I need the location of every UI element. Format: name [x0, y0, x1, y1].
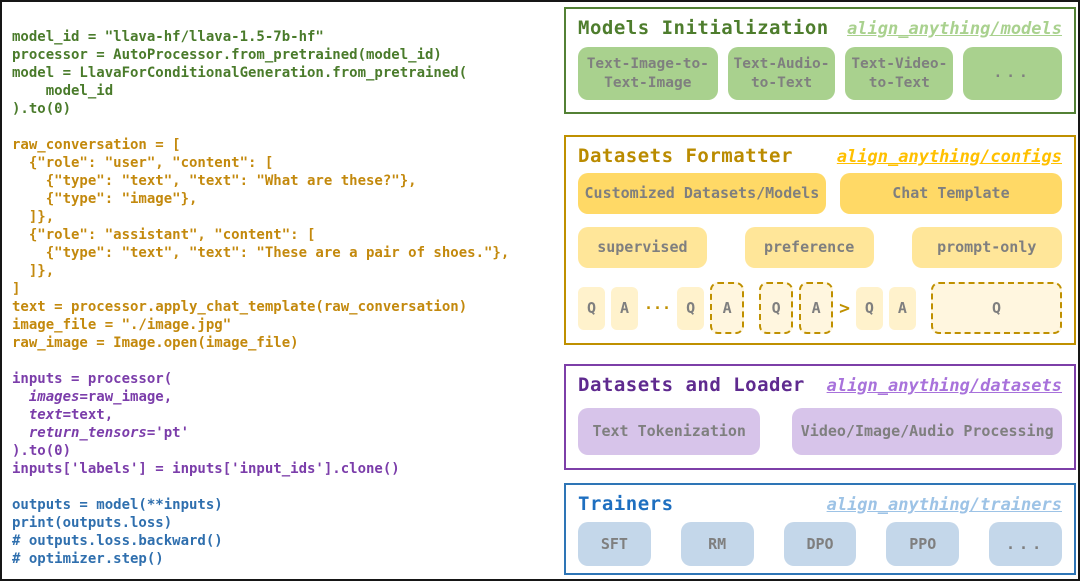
panel-title: Datasets and Loader: [578, 374, 805, 396]
models-module-link[interactable]: align_anything/models: [847, 19, 1062, 39]
code-line: outputs = model(**inputs): [12, 497, 223, 513]
chip-rm: RM: [680, 522, 754, 566]
qa-group-preference: Q A > Q A: [759, 282, 916, 334]
datasets-formatter-panel: Datasets Formatter align_anything/config…: [564, 135, 1076, 345]
panel-title: Models Initialization: [578, 17, 829, 39]
qa-chip-a-dashed: A: [799, 282, 834, 334]
configs-module-link[interactable]: align_anything/configs: [836, 147, 1062, 167]
chip-ppo: PPO: [886, 522, 960, 566]
qa-sequence-row: Q A ··· Q A Q A > Q A Q: [578, 282, 1062, 334]
qa-chip-q: Q: [855, 286, 883, 330]
qa-chip-q: Q: [677, 286, 705, 330]
trainers-row: SFT RM DPO PPO ...: [578, 522, 1062, 566]
chip-more-trainers: ...: [989, 522, 1062, 566]
chip-supervised: supervised: [578, 227, 707, 268]
loader-row: Text Tokenization Video/Image/Audio Proc…: [578, 408, 1062, 455]
panel-header: Trainers align_anything/trainers: [578, 493, 1062, 515]
code-line: inputs = processor(: [12, 371, 173, 387]
code-line: {"type": "image"},: [12, 191, 198, 207]
trainers-module-link[interactable]: align_anything/trainers: [826, 495, 1062, 515]
code-line: {"type": "text", "text": "What are these…: [12, 173, 417, 189]
code-line: text=text,: [12, 407, 114, 423]
code-line: raw_image = Image.open(image_file): [12, 335, 299, 351]
panel-title: Trainers: [578, 493, 674, 515]
code-line: model_id = "llava-hf/llava-1.5-7b-hf": [12, 29, 324, 45]
code-line: ]},: [12, 263, 55, 279]
chip-video-image-audio-processing: Video/Image/Audio Processing: [792, 408, 1062, 455]
code-line-blank: [12, 352, 509, 370]
code-line: # outputs.loss.backward(): [12, 533, 223, 549]
code-line: print(outputs.loss): [12, 515, 173, 531]
ellipsis-separator: ···: [644, 299, 672, 317]
qa-chip-q: Q: [578, 286, 605, 330]
code-line: images=raw_image,: [12, 389, 173, 405]
code-line: model = LlavaForConditionalGeneration.fr…: [12, 65, 468, 81]
code-block: model_id = "llava-hf/llava-1.5-7b-hf" pr…: [12, 28, 509, 568]
code-line: processor = AutoProcessor.from_pretraine…: [12, 47, 442, 63]
models-initialization-panel: Models Initialization align_anything/mod…: [564, 7, 1076, 114]
chip-text-tokenization: Text Tokenization: [578, 408, 761, 455]
formatter-row-1: Customized Datasets/Models Chat Template: [578, 173, 1062, 214]
chip-customized-datasets-models: Customized Datasets/Models: [578, 173, 826, 214]
code-line: {"role": "assistant", "content": [: [12, 227, 316, 243]
qa-chip-q-dashed: Q: [759, 282, 794, 334]
code-line: ).to(0): [12, 443, 72, 459]
code-line: {"type": "text", "text": "These are a pa…: [12, 245, 510, 261]
datasets-module-link[interactable]: align_anything/datasets: [826, 376, 1062, 396]
qa-group-supervised: Q A ··· Q A: [578, 282, 745, 334]
model-type-row: Text-Image-to- Text-Image Text-Audio- to…: [578, 47, 1062, 100]
qa-chip-a-dashed: A: [710, 282, 745, 334]
code-line: return_tensors='pt': [12, 425, 190, 441]
code-line: ]: [12, 281, 21, 297]
code-line: raw_conversation = [: [12, 137, 181, 153]
chip-prompt-only: prompt-only: [911, 227, 1062, 268]
panel-header: Models Initialization align_anything/mod…: [578, 17, 1062, 39]
code-line: model_id: [12, 83, 114, 99]
code-line-blank: [12, 118, 509, 136]
chip-preference: preference: [744, 227, 874, 268]
qa-group-prompt-only: Q: [930, 282, 1062, 334]
chip-more-models: ...: [963, 47, 1062, 100]
code-line: ).to(0): [12, 101, 72, 117]
code-line-blank: [12, 478, 509, 496]
chip-dpo: DPO: [783, 522, 857, 566]
chip-text-image-to-text-image: Text-Image-to- Text-Image: [578, 47, 718, 100]
qa-chip-a: A: [888, 286, 916, 330]
code-line: # optimizer.step(): [12, 551, 164, 567]
code-line: image_file = "./image.jpg": [12, 317, 232, 333]
qa-chip-q-wide-dashed: Q: [930, 282, 1062, 334]
datasets-and-loader-panel: Datasets and Loader align_anything/datas…: [564, 364, 1076, 470]
code-line: inputs['labels'] = inputs['input_ids'].c…: [12, 461, 400, 477]
panel-title: Datasets Formatter: [578, 145, 793, 167]
panel-header: Datasets and Loader align_anything/datas…: [578, 374, 1062, 396]
greater-than-symbol: >: [839, 297, 850, 319]
trainers-panel: Trainers align_anything/trainers SFT RM …: [564, 483, 1076, 575]
code-line: text = processor.apply_chat_template(raw…: [12, 299, 468, 315]
chip-chat-template: Chat Template: [839, 173, 1062, 214]
qa-chip-a: A: [611, 286, 638, 330]
architecture-panels: Models Initialization align_anything/mod…: [564, 7, 1076, 575]
panel-header: Datasets Formatter align_anything/config…: [578, 145, 1062, 167]
chip-text-audio-to-text: Text-Audio- to-Text: [727, 47, 836, 100]
code-line: ]},: [12, 209, 55, 225]
chip-text-video-to-text: Text-Video- to-Text: [845, 47, 954, 100]
code-line: {"role": "user", "content": [: [12, 155, 274, 171]
formatter-row-2: supervised preference prompt-only: [578, 227, 1062, 268]
chip-sft: SFT: [578, 522, 651, 566]
